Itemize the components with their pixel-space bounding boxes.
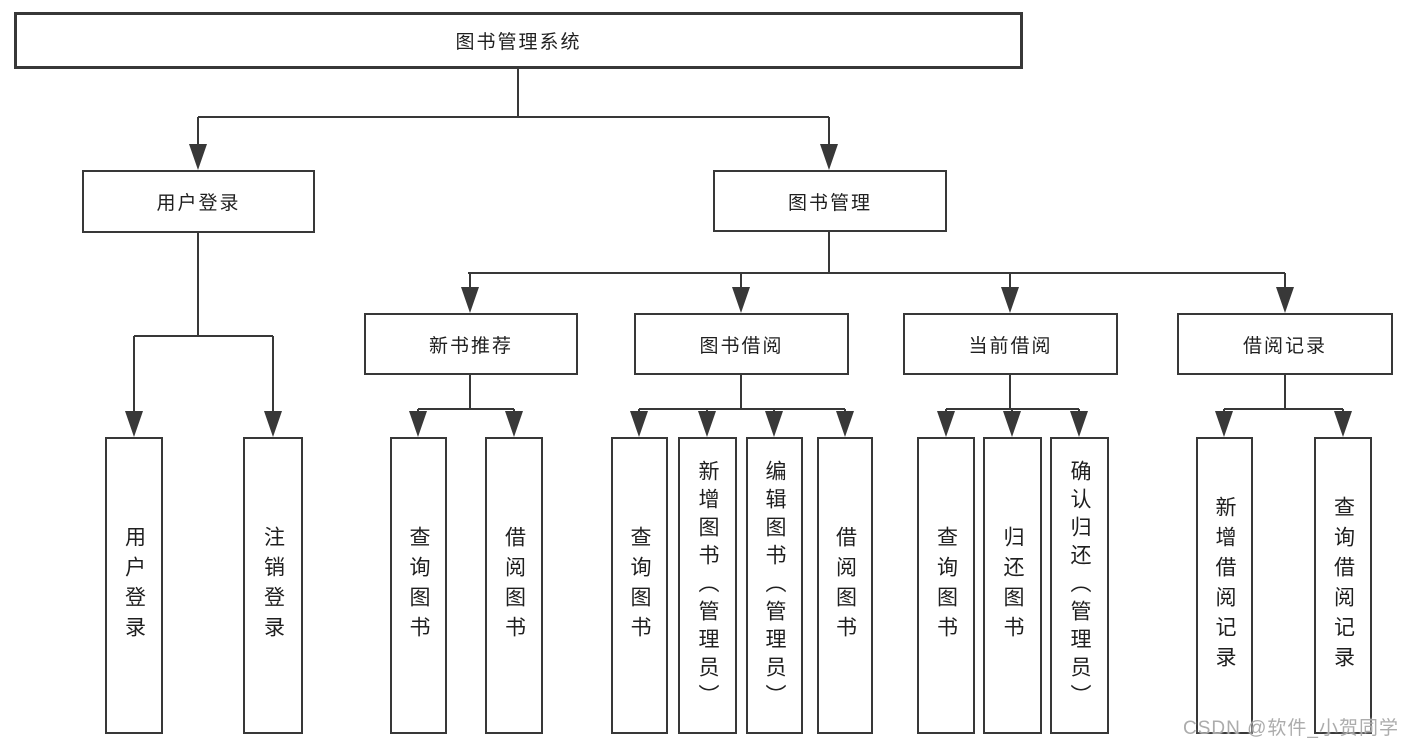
leaf-return-book: 归还图书	[983, 437, 1042, 734]
node-book-management: 图书管理	[713, 170, 947, 232]
leaf-query-books-current: 查询图书	[917, 437, 975, 734]
leaf-logout: 注销登录	[243, 437, 303, 734]
node-new-book-recommendation: 新书推荐	[364, 313, 578, 375]
leaf-confirm-return-admin: 确认归还（管理员）	[1050, 437, 1109, 734]
node-root: 图书管理系统	[14, 12, 1023, 69]
leaf-borrow-books: 借阅图书	[817, 437, 873, 734]
leaf-query-books-recommend: 查询图书	[390, 437, 447, 734]
node-user-login: 用户登录	[82, 170, 315, 233]
node-current-borrowing: 当前借阅	[903, 313, 1118, 375]
node-borrowing-records: 借阅记录	[1177, 313, 1393, 375]
leaf-query-borrow-record: 查询借阅记录	[1314, 437, 1372, 734]
leaf-add-borrow-record: 新增借阅记录	[1196, 437, 1253, 734]
leaf-user-login: 用户登录	[105, 437, 163, 734]
connector-shafts	[133, 69, 1344, 433]
leaf-add-book-admin: 新增图书（管理员）	[678, 437, 737, 734]
leaf-borrow-books-recommend: 借阅图书	[485, 437, 543, 734]
leaf-edit-book-admin: 编辑图书（管理员）	[746, 437, 803, 734]
node-book-borrowing: 图书借阅	[634, 313, 849, 375]
csdn-watermark: CSDN @软件_小贺同学	[1183, 718, 1399, 739]
leaf-query-books-borrowing: 查询图书	[611, 437, 668, 734]
